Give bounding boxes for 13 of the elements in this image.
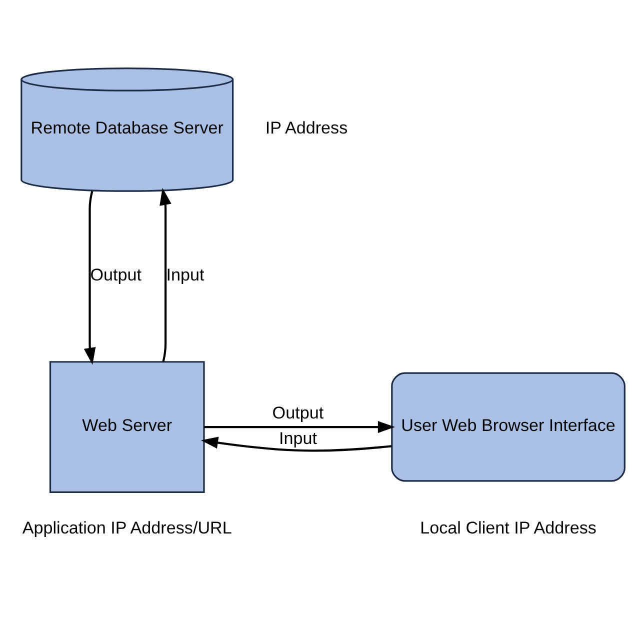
node-box: User Web Browser Interface — [391, 372, 626, 482]
arrow — [84, 190, 96, 365]
arrow — [200, 436, 392, 452]
node-label: IP Address — [265, 118, 348, 138]
node-box: Web Server — [49, 361, 205, 493]
arrow — [160, 188, 172, 362]
node-label: Local Client IP Address — [420, 518, 596, 538]
arrow — [204, 421, 396, 433]
edge-label: Input — [278, 428, 317, 448]
edge-label: Input — [166, 266, 204, 285]
edge-label: Output — [272, 403, 324, 422]
edge-label: Output — [90, 266, 142, 285]
node-label: Application IP Address/URL — [22, 518, 232, 538]
